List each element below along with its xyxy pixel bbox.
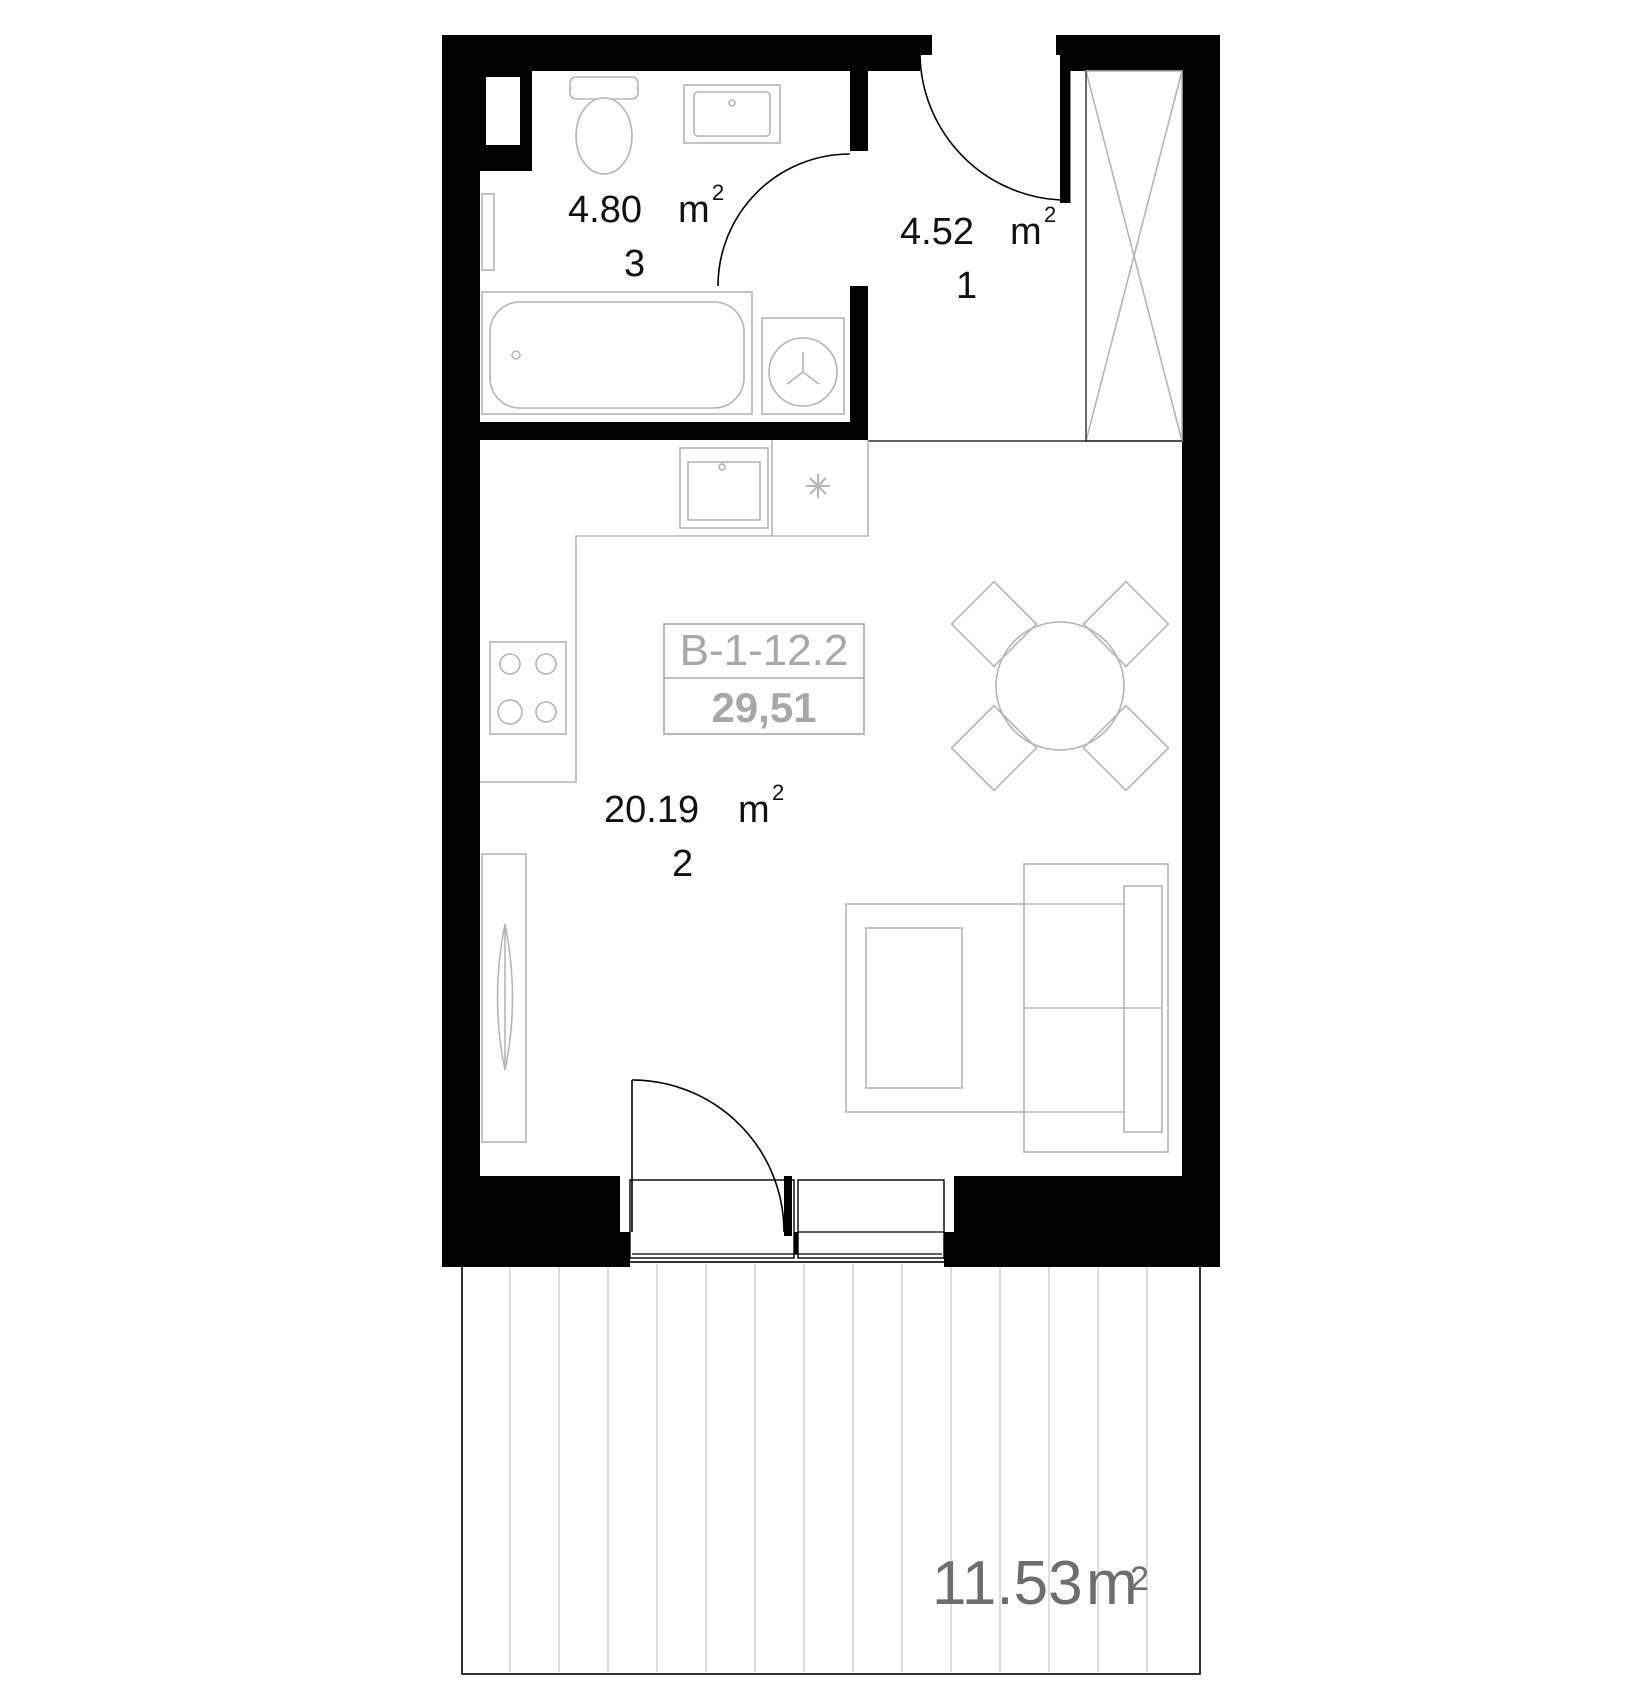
sofa-icon [1023, 863, 1169, 1153]
door-swing-icon [919, 54, 1061, 201]
room-area-hall: 4.52 [900, 211, 974, 253]
balcony-label: 11.53 m 2 [932, 1549, 1149, 1618]
room-labels: 4.80 m 2 3 4.52 m 2 1 20.19 m 2 2 [568, 180, 1056, 885]
wall-cutouts [486, 77, 520, 145]
bathroom-door [717, 153, 851, 287]
entrance-door-leaf [1060, 55, 1070, 203]
unit-total-area: 29,51 [711, 684, 816, 731]
room-number-bathroom: 3 [624, 243, 645, 285]
room-number-living: 2 [672, 843, 693, 885]
room-sup-hall: 2 [1044, 202, 1056, 227]
cooktop-icon [489, 641, 567, 735]
dining-set [950, 580, 1170, 792]
wall-bottom-left [442, 1176, 630, 1267]
unit-code: B-1-12.2 [680, 626, 849, 675]
kitchen-sink-icon [679, 447, 769, 529]
chair-icon [950, 580, 1038, 668]
wall-top-left [442, 35, 920, 71]
room-sup-bathroom: 2 [712, 180, 724, 205]
chair-icon [1082, 580, 1170, 668]
wall-bathroom-bottom [480, 422, 868, 440]
fridge-icon [806, 474, 830, 498]
balcony-door [631, 1079, 792, 1236]
wardrobe-icon [481, 853, 527, 1143]
living-furniture [481, 853, 1169, 1153]
room-area-bathroom: 4.80 [568, 189, 642, 231]
wall-bathroom-right-upper [850, 71, 868, 151]
room-unit-living: m [738, 789, 770, 831]
balcony-area: 11.53 [932, 1549, 1083, 1618]
balcony-door-frame [629, 1179, 795, 1259]
wall-bathroom-right-lower [850, 286, 868, 440]
room-unit-hall: m [1010, 211, 1042, 253]
kitchen-counter [480, 440, 869, 783]
shaft-void [486, 77, 520, 145]
hall-wardrobe [868, 55, 1183, 442]
washbasin-icon [683, 84, 781, 144]
kitchen [480, 440, 869, 783]
wall-left [442, 35, 480, 1267]
walls [442, 35, 1220, 1267]
room-area-living: 20.19 [604, 789, 699, 831]
room-number-hall: 1 [956, 265, 977, 307]
door-swing-icon [631, 1079, 785, 1233]
balcony-decking [509, 1264, 1148, 1672]
chair-icon [1082, 704, 1170, 792]
balcony-sup: 2 [1130, 1560, 1149, 1598]
coffee-table-icon [865, 927, 963, 1089]
toilet-icon [569, 76, 639, 175]
room-unit-bathroom: m [678, 189, 710, 231]
chair-icon [950, 704, 1038, 792]
wall-bottom-right [944, 1176, 1220, 1267]
unit-label-box: B-1-12.2 29,51 [663, 623, 865, 735]
dining-table-icon [995, 621, 1125, 751]
entrance-door [919, 35, 1070, 203]
radiator-icon [481, 193, 495, 271]
wall-right [1182, 35, 1220, 1267]
openings [629, 35, 1070, 1259]
balcony [461, 1261, 1201, 1675]
room-sup-living: 2 [772, 780, 784, 805]
balcony-outline [461, 1261, 1201, 1675]
balcony-unit: m [1086, 1549, 1138, 1618]
door-swing-icon [717, 153, 851, 287]
washing-machine-icon [761, 317, 845, 415]
bathtub-icon [481, 291, 753, 415]
bathroom-fixtures [481, 76, 845, 415]
balcony-window-frame [797, 1179, 945, 1259]
